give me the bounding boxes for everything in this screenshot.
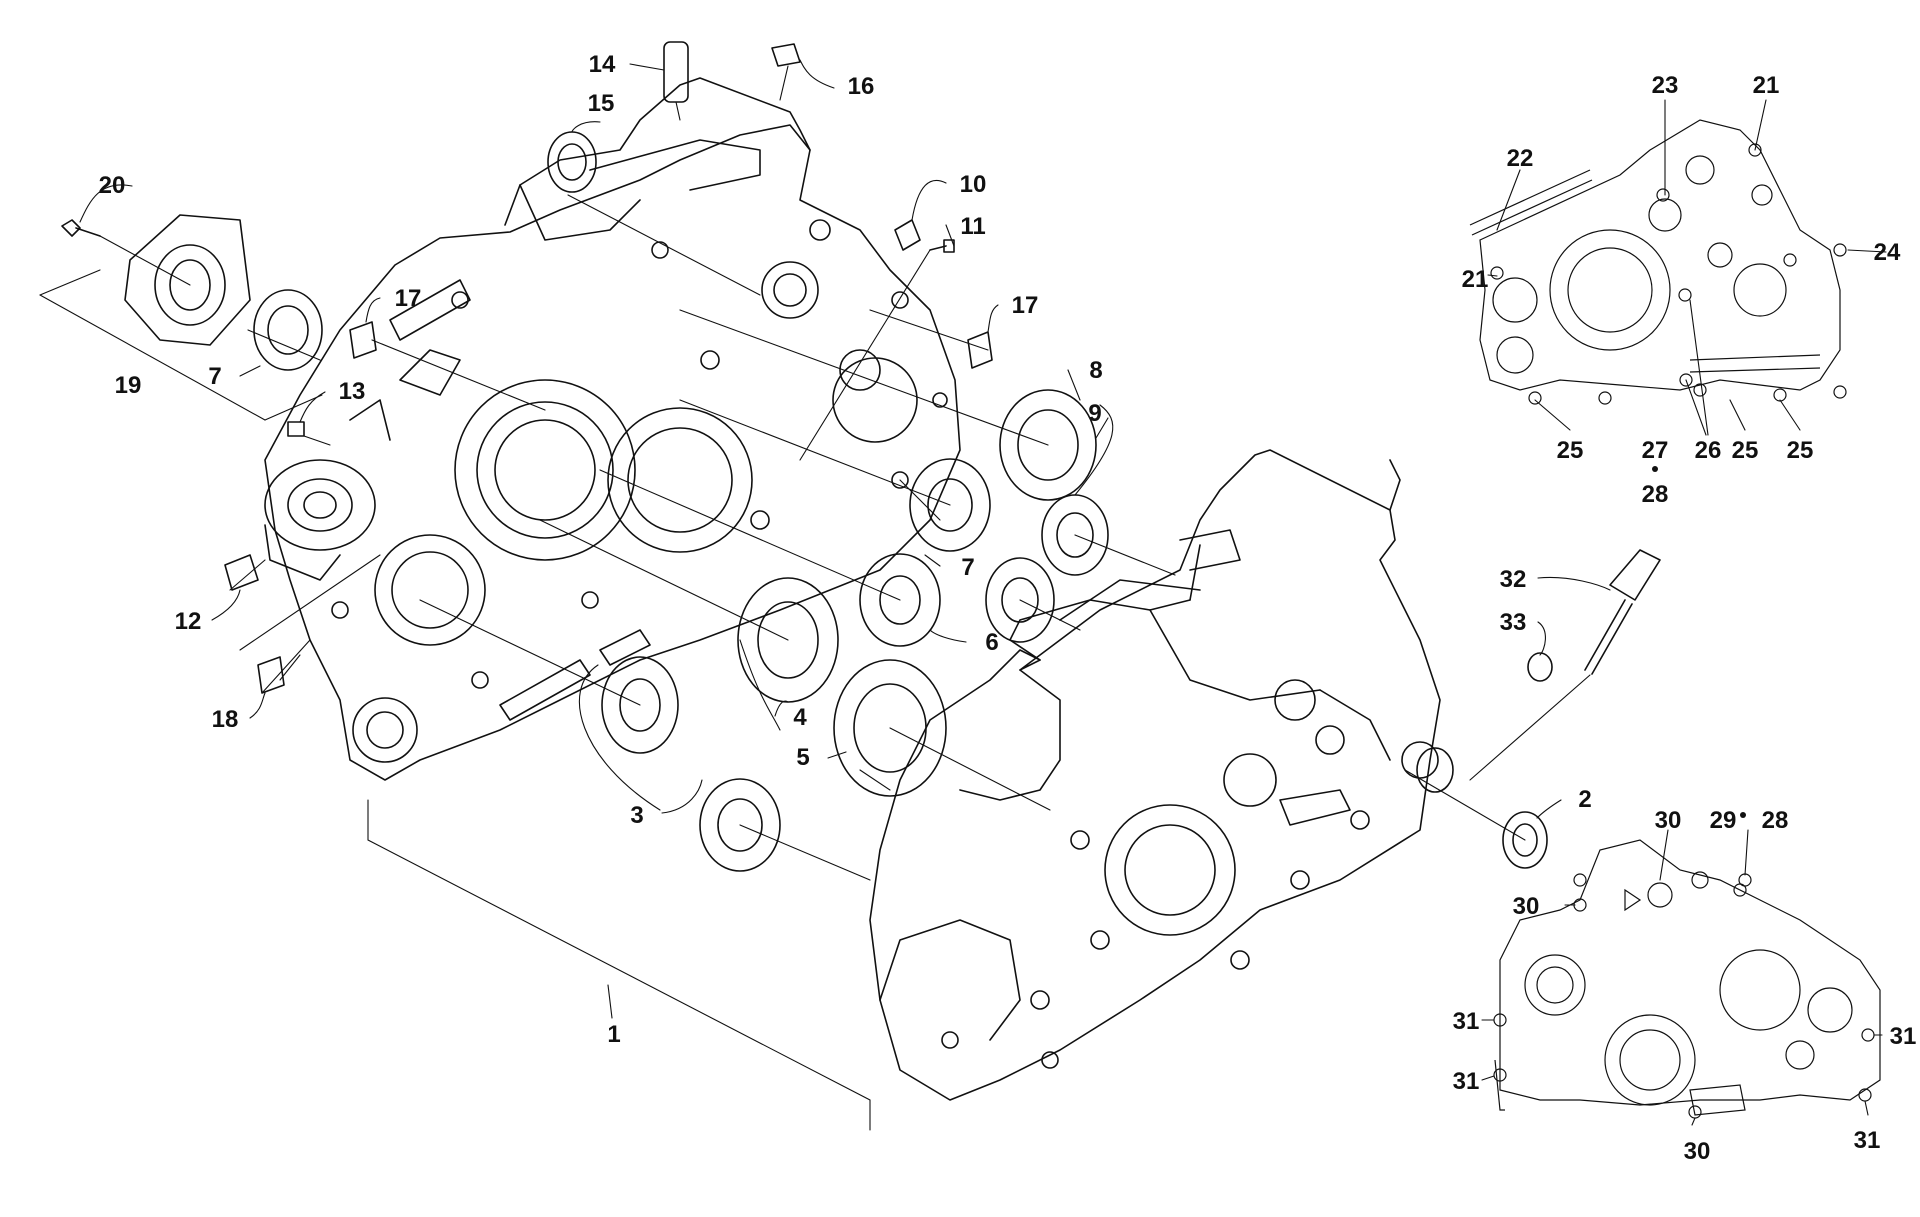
callout-31-lower-left: 31 (1453, 1068, 1480, 1095)
callout-31-upper-left: 31 (1453, 1008, 1480, 1035)
plug-13 (287, 421, 305, 437)
callout-1: 1 (607, 1021, 620, 1048)
pin-14 (663, 41, 689, 103)
callout-2: 2 (1578, 786, 1591, 813)
spring-12 (224, 554, 259, 591)
callout-21-top: 21 (1753, 72, 1780, 99)
bearing-3-lower (699, 778, 781, 872)
callout-5: 5 (796, 744, 809, 771)
bearing-7-left (253, 289, 323, 371)
callout-25-left: 25 (1557, 437, 1584, 464)
callout-22: 22 (1507, 145, 1534, 172)
callout-8: 8 (1089, 357, 1102, 384)
bearing-5 (833, 659, 947, 797)
callout-26: 26 (1695, 437, 1722, 464)
callout-labels: 1 2 3 4 5 6 7 7 8 9 10 11 12 13 14 15 16… (99, 51, 1917, 1165)
o-ring-33 (1527, 652, 1553, 682)
callout-7-center: 7 (961, 554, 974, 581)
bearing-6 (859, 553, 941, 647)
leader-lines (39, 65, 1591, 1131)
callout-23: 23 (1652, 72, 1679, 99)
seal-15 (547, 131, 597, 193)
dowel-17-left (349, 321, 377, 359)
callout-3: 3 (630, 802, 643, 829)
callout-7-left: 7 (208, 363, 221, 390)
callout-10: 10 (960, 171, 987, 198)
dowel-18 (257, 656, 285, 694)
seal-2 (1502, 811, 1548, 869)
screw-11 (929, 239, 955, 253)
callout-30-bottom: 30 (1684, 1138, 1711, 1165)
callout-12: 12 (175, 608, 202, 635)
callout-30-top: 30 (1655, 807, 1682, 834)
callout-25-right: 25 (1787, 437, 1814, 464)
bearing-7-right (985, 557, 1055, 643)
cap-16 (771, 43, 801, 67)
plate-10 (894, 219, 921, 251)
bearing-8 (999, 389, 1097, 501)
callout-15: 15 (588, 90, 615, 117)
callout-33: 33 (1500, 609, 1527, 636)
callout-17-left: 17 (395, 285, 422, 312)
inset-view-top (1469, 99, 1887, 472)
callout-17-right: 17 (1012, 292, 1039, 319)
callout-13: 13 (339, 378, 366, 405)
inset-view-bottom (1481, 812, 1883, 1126)
callout-31-upper-right: 31 (1890, 1023, 1917, 1050)
callout-14: 14 (589, 51, 616, 78)
callout-21-left: 21 (1462, 266, 1489, 293)
callout-4: 4 (793, 704, 807, 731)
callout-30-left: 30 (1513, 893, 1540, 920)
callout-16: 16 (848, 73, 875, 100)
callout-18: 18 (212, 706, 239, 733)
callout-28-top: 28 (1642, 481, 1669, 508)
oil-pump-housing (124, 214, 251, 346)
callout-27: 27 (1642, 437, 1669, 464)
dipstick-32 (1584, 549, 1661, 675)
callout-32: 32 (1500, 566, 1527, 593)
right-crankcase-half (869, 449, 1454, 1101)
callout-24: 24 (1874, 239, 1901, 266)
callout-29: 29 (1710, 807, 1737, 834)
callout-leaders (79, 59, 1611, 819)
callout-31-lower-right: 31 (1854, 1127, 1881, 1154)
dowel-17-right (967, 331, 993, 369)
bolt-20 (61, 219, 101, 237)
callout-25-center: 25 (1732, 437, 1759, 464)
callout-6: 6 (985, 629, 998, 656)
callout-11: 11 (960, 213, 985, 240)
callout-19: 19 (115, 372, 142, 399)
callout-9: 9 (1088, 400, 1101, 427)
bearing-3-upper (601, 656, 679, 754)
callout-28-bottom: 28 (1762, 807, 1789, 834)
bearing-7-center (909, 458, 991, 552)
